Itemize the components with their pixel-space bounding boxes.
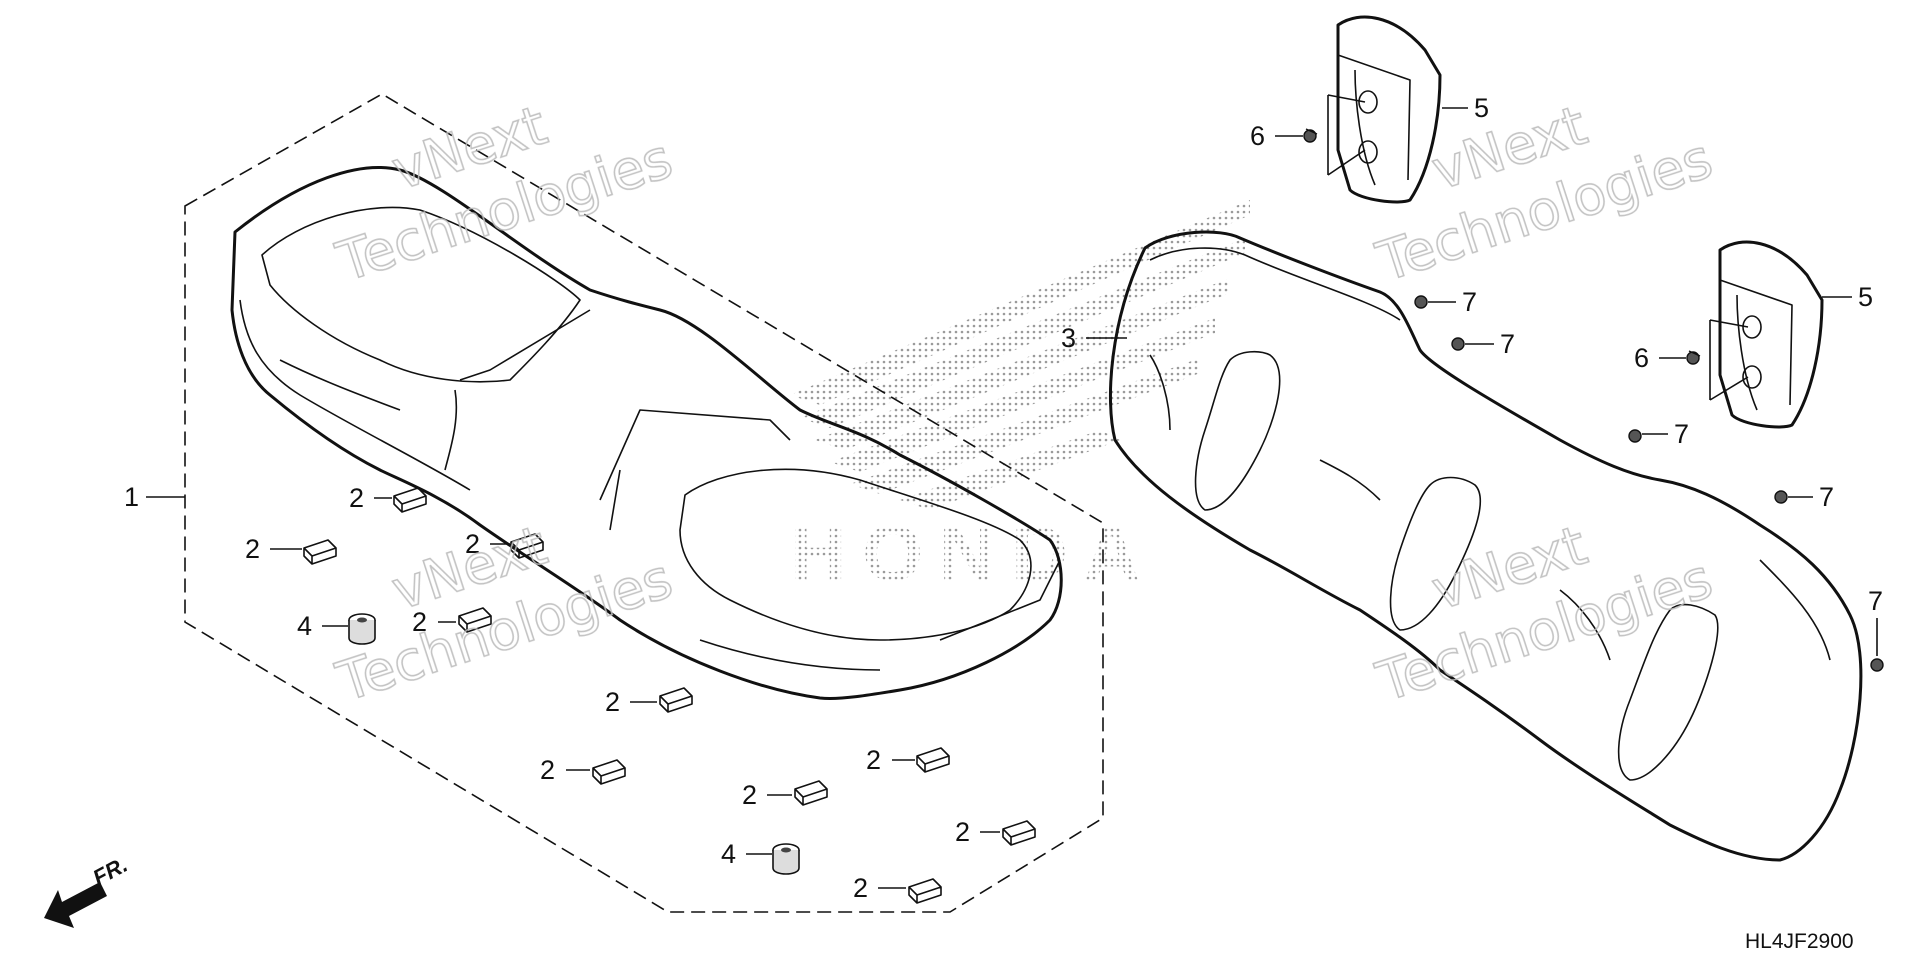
diagram-code: HL4JF2900 xyxy=(1745,930,1854,953)
callout-7: 7 xyxy=(1462,287,1477,317)
clip-part xyxy=(592,759,626,785)
assembly-outline-dashed xyxy=(184,93,1104,913)
clip-parts xyxy=(303,487,1036,904)
fastener-part xyxy=(1774,490,1788,504)
grommet-part xyxy=(772,843,800,875)
fastener-part xyxy=(1414,295,1428,309)
callout-2: 2 xyxy=(540,755,555,785)
watermark: vNext Technologies xyxy=(328,93,680,295)
clip-part xyxy=(794,780,828,806)
callout-2: 2 xyxy=(955,817,970,847)
clip-part xyxy=(510,533,544,559)
callout-2: 2 xyxy=(866,745,881,775)
grommet-parts xyxy=(348,613,800,875)
clip-part xyxy=(908,878,942,904)
callout-7: 7 xyxy=(1819,482,1834,512)
callout-3: 3 xyxy=(1061,323,1076,353)
watermark: vNext Technologies xyxy=(1368,93,1720,295)
front-arrow-icon xyxy=(44,882,107,928)
callout-4: 4 xyxy=(721,839,736,869)
clip-part xyxy=(916,747,950,773)
callout-2: 2 xyxy=(742,780,757,810)
headrest-bracket-upper xyxy=(1327,15,1442,204)
callout-7: 7 xyxy=(1500,329,1515,359)
honda-wing-logo: HONDA xyxy=(790,200,1250,597)
grommet-part xyxy=(348,613,376,645)
callout-2: 2 xyxy=(605,687,620,717)
callout-2: 2 xyxy=(245,534,260,564)
watermark: vNext Technologies xyxy=(328,513,680,715)
seat-back xyxy=(1108,230,1863,862)
clip-part xyxy=(393,487,427,513)
headrest-bracket-lower xyxy=(1709,240,1824,429)
callout-2: 2 xyxy=(465,529,480,559)
callout-2: 2 xyxy=(412,607,427,637)
fastener-part xyxy=(1686,350,1701,365)
clip-part xyxy=(303,539,337,565)
callout-4: 4 xyxy=(297,611,312,641)
fastener-part xyxy=(1451,337,1465,351)
callout-1: 1 xyxy=(124,482,139,512)
clip-part xyxy=(458,607,492,633)
clip-part xyxy=(659,687,693,713)
clip-part xyxy=(1002,820,1036,846)
seat-cushion xyxy=(230,166,1063,700)
callout-5: 5 xyxy=(1858,282,1873,312)
front-direction-indicator: FR. xyxy=(44,852,132,928)
callout-7: 7 xyxy=(1674,419,1689,449)
honda-logo-text: HONDA xyxy=(790,509,1156,597)
callout-6: 6 xyxy=(1250,121,1265,151)
watermark: vNext Technologies xyxy=(1368,513,1720,715)
callout-2: 2 xyxy=(853,873,868,903)
callout-5: 5 xyxy=(1474,93,1489,123)
leader-lines xyxy=(146,107,1878,889)
fastener-parts xyxy=(1303,128,1884,672)
callouts: 1 2 2 2 2 2 2 2 2 2 2 3 4 4 5 5 6 6 7 7 … xyxy=(124,93,1883,903)
fastener-part xyxy=(1628,429,1642,443)
callout-2: 2 xyxy=(349,483,364,513)
fastener-part xyxy=(1303,128,1318,143)
watermarks: vNext Technologies vNext Technologies vN… xyxy=(328,93,1720,715)
callout-7: 7 xyxy=(1868,586,1883,616)
callout-6: 6 xyxy=(1634,343,1649,373)
fastener-part xyxy=(1870,658,1884,672)
